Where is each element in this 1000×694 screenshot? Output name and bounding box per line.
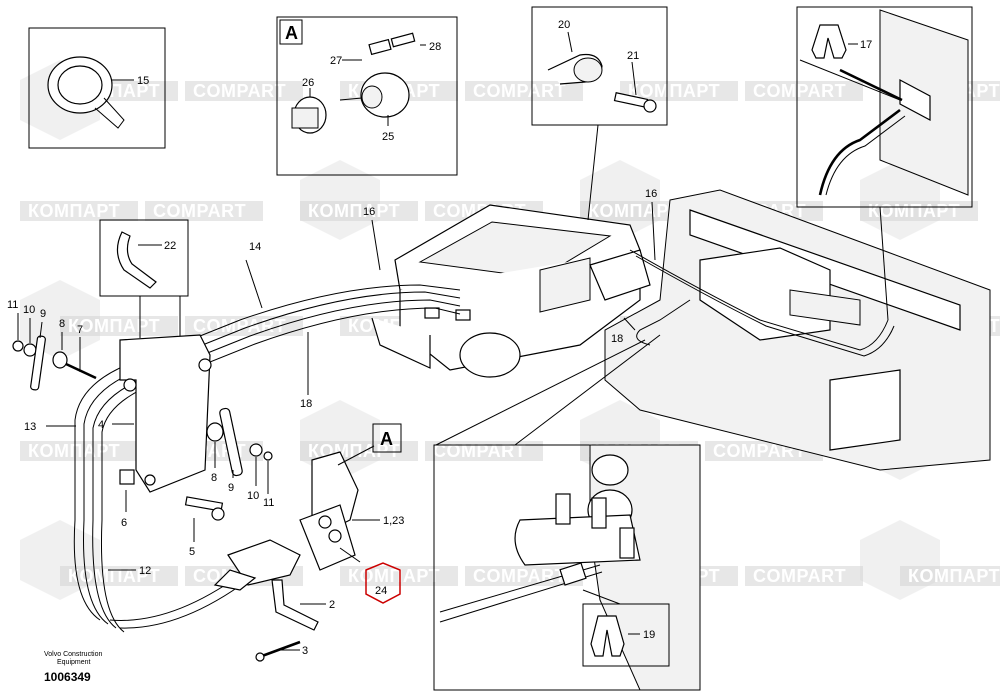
callout-16-left: 16 <box>363 206 375 218</box>
control-bracket <box>12 334 273 521</box>
watermark-text: КОМПАРТ <box>868 201 960 221</box>
watermark-band <box>60 566 178 586</box>
watermark-text: КОМПАРТ <box>628 81 720 101</box>
callout-28: 28 <box>429 41 441 53</box>
callout-11-left: 11 <box>7 299 18 311</box>
detail-box-clip-17: 17 <box>796 6 973 208</box>
watermark-band <box>185 81 303 101</box>
watermark-text: КОМПАРТ <box>348 566 440 586</box>
callout-5: 5 <box>189 546 195 558</box>
watermark-band <box>745 81 863 101</box>
watermark-band <box>465 566 583 586</box>
watermark-text: COMPART <box>193 81 286 101</box>
callout-2: 2 <box>329 599 335 611</box>
watermark-band <box>145 201 263 221</box>
detail-box-clamp: 20 21 <box>531 6 668 126</box>
detail-marker-a-top: A <box>285 23 298 43</box>
watermark-band <box>900 566 1000 586</box>
watermark-band <box>20 441 138 461</box>
callout-22: 22 <box>164 240 176 252</box>
detail-marker-a-main: A <box>380 429 393 449</box>
watermark-band <box>20 201 138 221</box>
callout-7: 7 <box>77 324 83 336</box>
detail-box-tape: 15 <box>28 27 166 149</box>
callout-6: 6 <box>121 517 127 529</box>
callout-26: 26 <box>302 77 314 89</box>
watermark-text: COMPART <box>753 566 846 586</box>
callout-18-right: 18 <box>611 333 623 345</box>
watermark-text: КОМПАРТ <box>28 201 120 221</box>
watermark-band <box>300 201 418 221</box>
watermark-band <box>620 81 738 101</box>
watermark-text: КОМПАРТ <box>68 566 160 586</box>
callout-14: 14 <box>249 241 261 253</box>
watermark-text: COMPART <box>433 441 526 461</box>
watermark-band <box>185 316 303 336</box>
drawing-caption: Volvo Construction Equipment 1006349 <box>44 651 102 684</box>
watermark-text: КОМПАРТ <box>68 316 160 336</box>
watermark-band <box>860 201 978 221</box>
watermark-text: COMPART <box>153 201 246 221</box>
callout-9-left: 9 <box>40 308 46 320</box>
detail-box-valve-clip: 19 <box>433 444 701 691</box>
callout-10-left: 10 <box>23 304 35 316</box>
caption-maker-line1: Volvo Construction <box>44 651 102 658</box>
watermark-text: КОМПАРТ <box>588 201 680 221</box>
callout-19: 19 <box>643 629 655 641</box>
callout-17: 17 <box>860 39 872 51</box>
callout-20: 20 <box>558 19 570 31</box>
watermark-band <box>340 566 458 586</box>
callout-8-left: 8 <box>59 318 65 330</box>
watermark-band <box>60 316 178 336</box>
callout-18-left: 18 <box>300 398 312 410</box>
detail-box-a-switch-parts: A 27 28 26 25 <box>276 16 458 176</box>
callout-16-right: 16 <box>645 188 657 200</box>
watermark-band <box>425 441 543 461</box>
machine-frame <box>604 189 991 471</box>
callout-1-23: 1,23 <box>383 515 404 527</box>
callout-25: 25 <box>382 131 394 143</box>
watermark-text: COMPART <box>193 316 286 336</box>
callout-8-right: 8 <box>211 472 217 484</box>
detail-box-strap: 22 <box>99 219 189 338</box>
watermark-text: КОМПАРТ <box>308 201 400 221</box>
caption-drawing-number: 1006349 <box>44 670 91 684</box>
watermark-text: COMPART <box>473 81 566 101</box>
callout-13: 13 <box>24 421 36 433</box>
watermark-band <box>465 81 583 101</box>
highlight-hexagon <box>365 562 401 604</box>
heater-unit <box>371 204 651 378</box>
callout-10-right: 10 <box>247 490 259 502</box>
callout-15: 15 <box>137 75 149 87</box>
watermark-text: COMPART <box>473 566 566 586</box>
watermark-text: COMPART <box>753 81 846 101</box>
callout-24: 24 <box>375 585 387 597</box>
watermark-text: КОМПАРТ <box>908 566 1000 586</box>
callout-11-right: 11 <box>263 497 274 509</box>
callout-3: 3 <box>302 645 308 657</box>
callout-12: 12 <box>139 565 151 577</box>
caption-maker-line2: Equipment <box>57 659 91 666</box>
watermark-band <box>745 566 863 586</box>
callout-21: 21 <box>627 50 639 62</box>
watermark-text: КОМПАРТ <box>28 441 120 461</box>
callout-27: 27 <box>330 55 342 67</box>
control-handle <box>213 451 359 662</box>
callout-4: 4 <box>98 419 104 431</box>
callouts-main: 14 16 16 18 18 13 4 6 5 12 11 10 9 8 7 8… <box>7 59 901 657</box>
callout-9-right: 9 <box>228 482 234 494</box>
